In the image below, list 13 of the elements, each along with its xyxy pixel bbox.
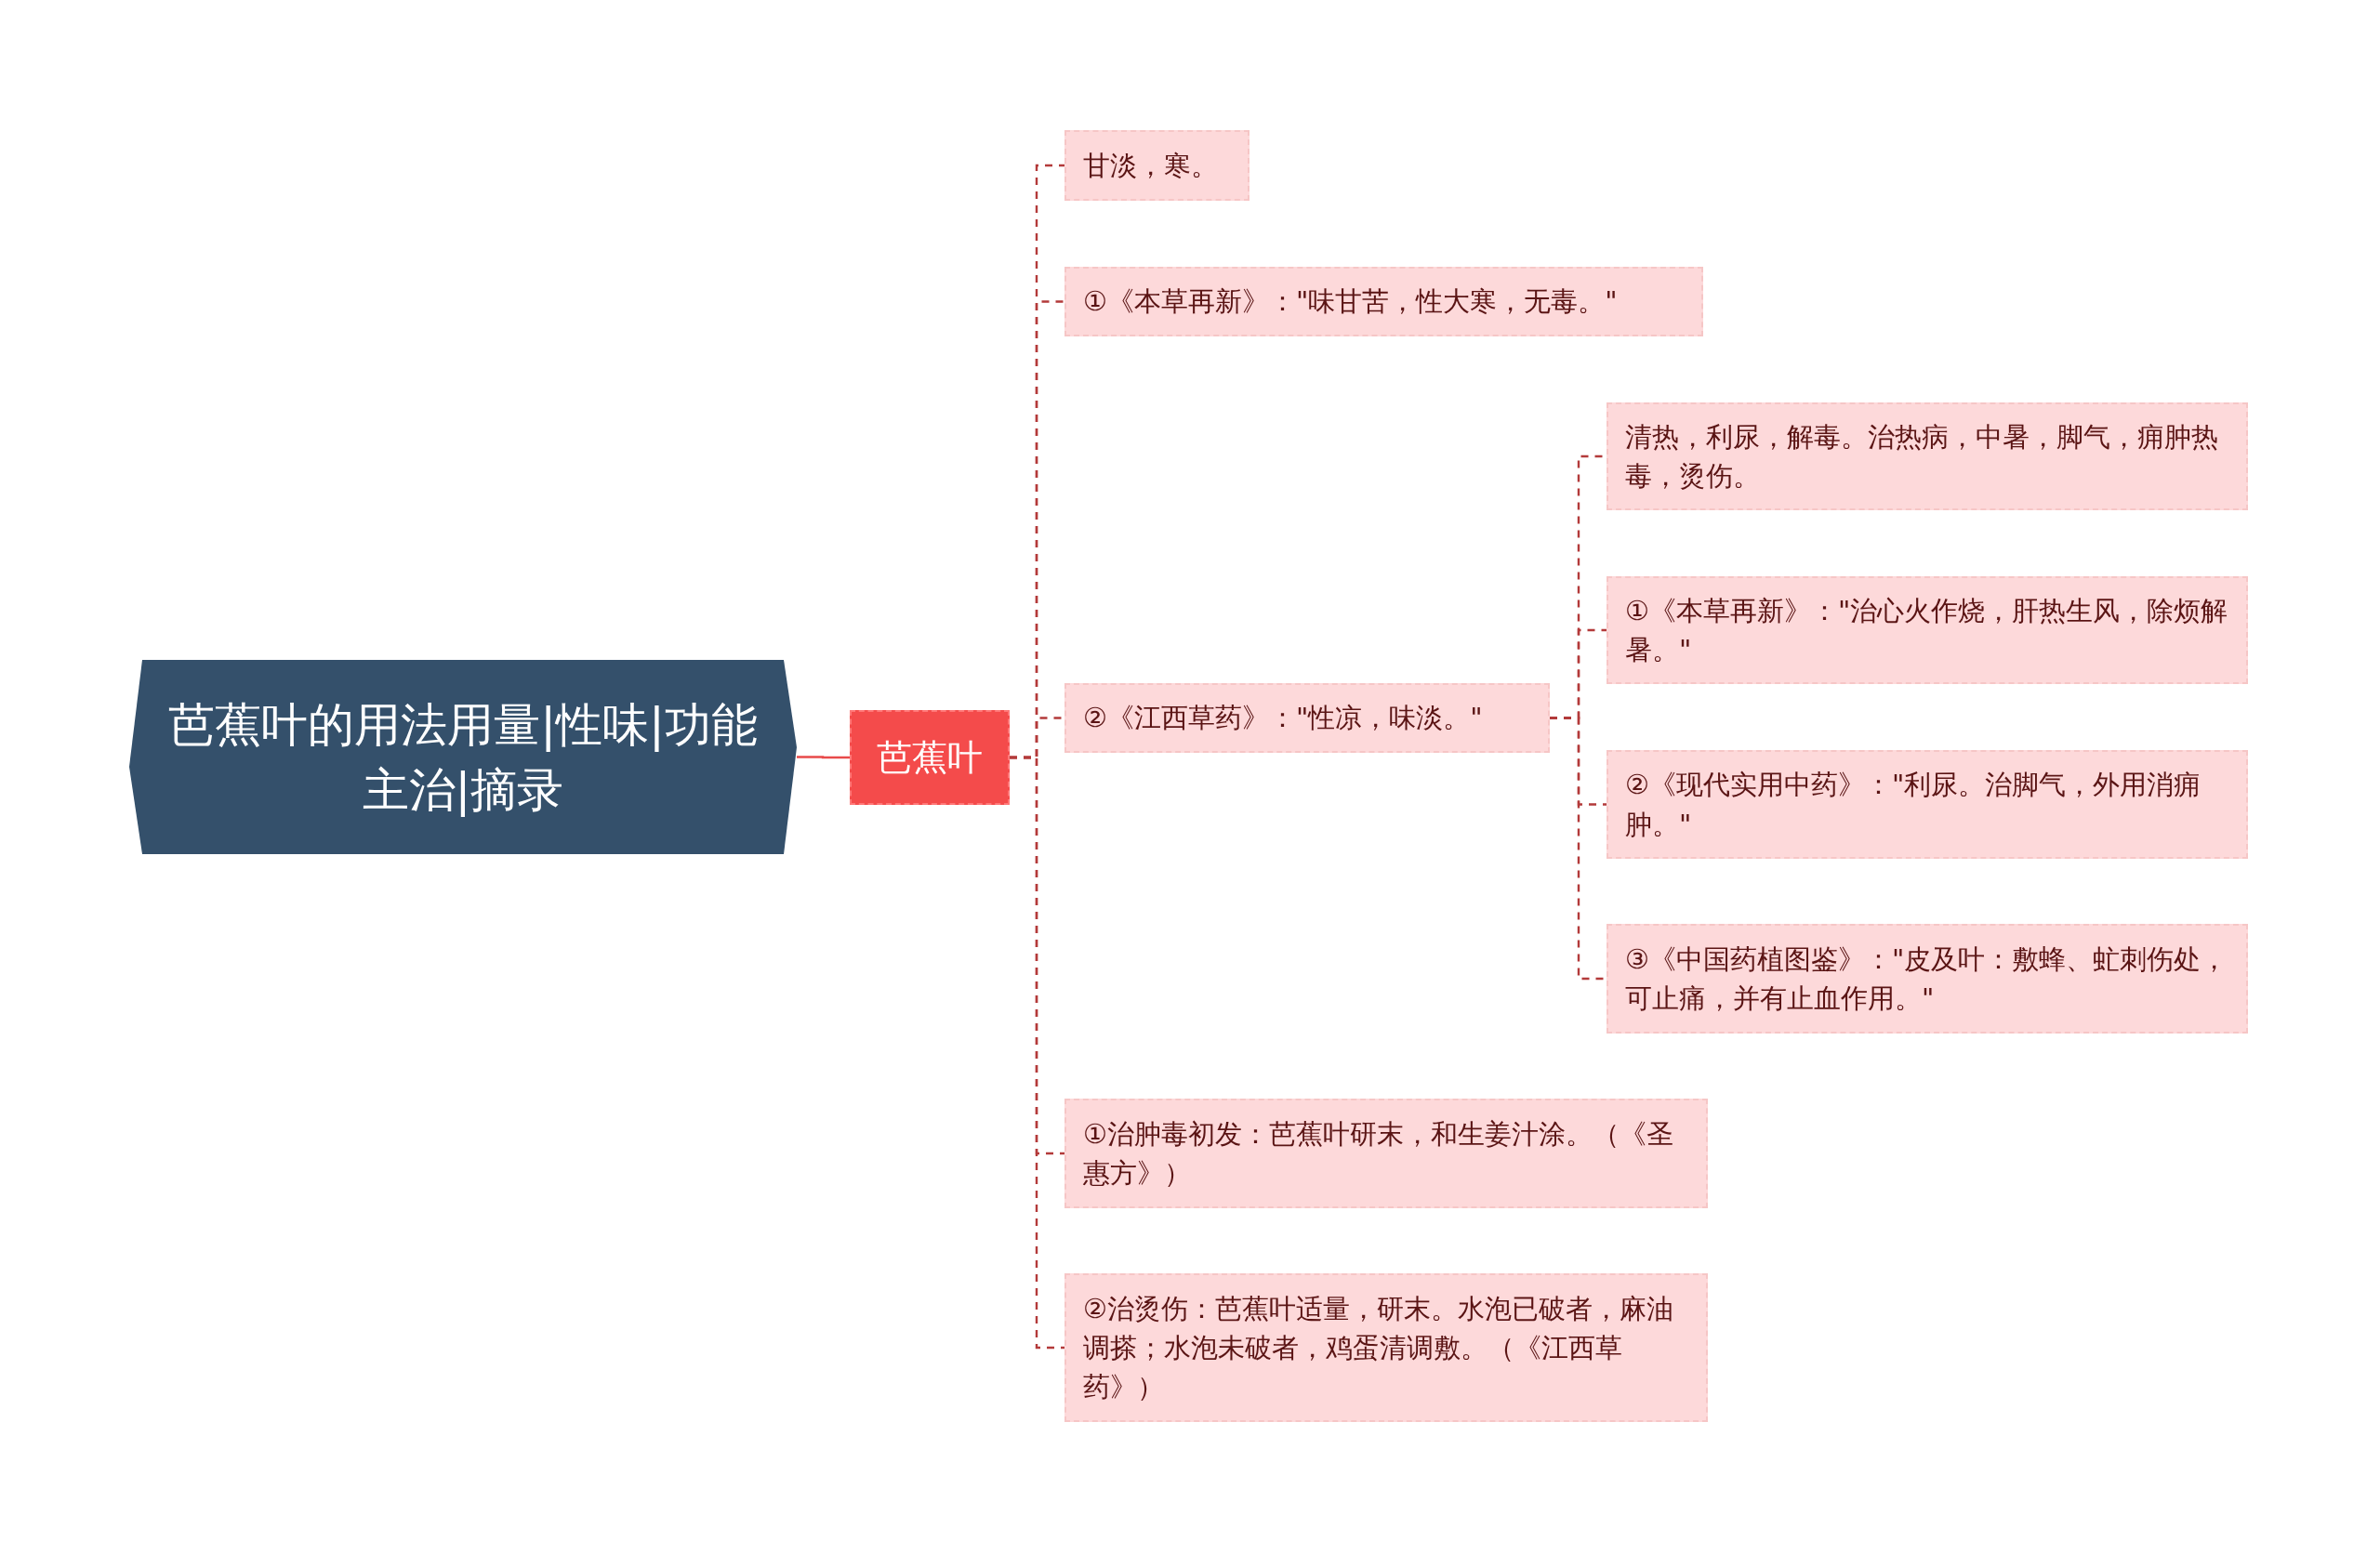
- subtopic-box: ②《现代实用中药》："利尿。治脚气，外用消痈肿。": [1606, 750, 2248, 859]
- subtopic-box: 甘淡，寒。: [1064, 130, 1250, 201]
- connector-line: [1010, 756, 1064, 1350]
- subtopic-box: ①《本草再新》："味甘苦，性大寒，无毒。": [1064, 267, 1703, 336]
- subtopic-box: ②《江西草药》："性凉，味淡。": [1064, 683, 1550, 753]
- connector-line: [1550, 717, 1606, 981]
- subtopic-box: ①治肿毒初发：芭蕉叶研末，和生姜汁涂。（《圣惠方》）: [1064, 1099, 1708, 1208]
- connector-line: [797, 756, 850, 759]
- subtopic-box: ②治烫伤：芭蕉叶适量，研末。水泡已破者，麻油调搽；水泡未破者，鸡蛋清调敷。（《江西草药》）: [1064, 1273, 1708, 1422]
- subtopic-box: 清热，利尿，解毒。治热病，中暑，脚气，痈肿热毒，烫伤。: [1606, 402, 2248, 510]
- main-topic-box: 芭蕉叶: [850, 710, 1010, 805]
- subtopic-box: ③《中国药植图鉴》："皮及叶：敷蜂、虻刺伤处，可止痛，并有止血作用。": [1606, 924, 2248, 1034]
- subtopic-box: ①《本草再新》："治心火作烧，肝热生风，除烦解暑。": [1606, 576, 2248, 684]
